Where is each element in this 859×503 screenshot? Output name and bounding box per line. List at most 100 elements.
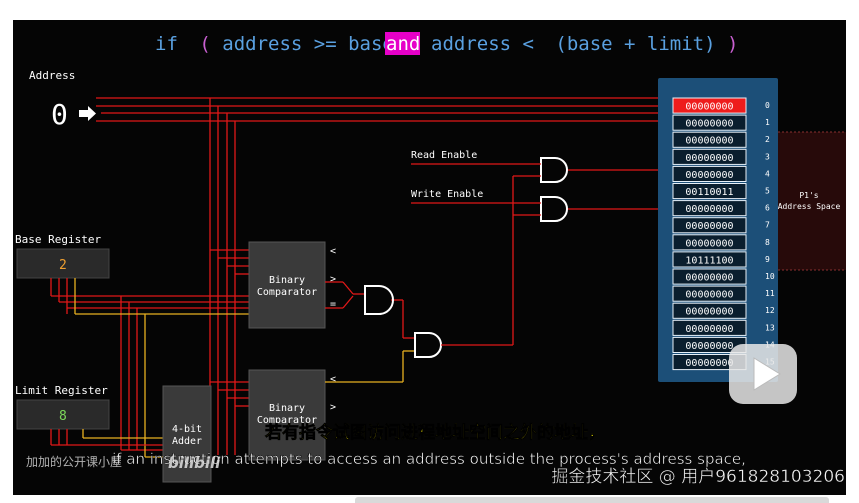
formula-part1: address >= base bbox=[222, 33, 394, 55]
limit-register-box bbox=[16, 399, 110, 430]
p1-label-2: Address Space bbox=[778, 202, 841, 211]
memory-cell bbox=[672, 200, 747, 217]
memory-cell-index: 0 bbox=[765, 101, 770, 110]
and-gate-final bbox=[414, 332, 442, 358]
memory-cell-value: 00000000 bbox=[685, 324, 733, 335]
memory-cell-value: 00000000 bbox=[685, 102, 733, 113]
memory-cell-value: 00000000 bbox=[685, 307, 733, 318]
limit-register-value: 8 bbox=[59, 409, 67, 424]
juejin-watermark: 掘金技术社区 @ 用户961828103206 bbox=[551, 467, 845, 487]
memory-cell-index: 11 bbox=[765, 289, 775, 298]
memory-cell-index: 8 bbox=[765, 238, 770, 247]
comparator-top-eq: = bbox=[330, 299, 336, 310]
memory-cell bbox=[672, 285, 747, 302]
memory-cell-value: 00000000 bbox=[685, 170, 733, 181]
p1-address-space-region bbox=[778, 132, 846, 270]
memory-cell-value: 00000000 bbox=[685, 204, 733, 215]
and-gate-write bbox=[540, 196, 568, 222]
address-value: 0 bbox=[51, 98, 68, 131]
adder-label-2: Adder bbox=[172, 436, 202, 447]
formula-tail: address < (base + limit) ) bbox=[431, 33, 738, 55]
bilibili-logo: bilibili bbox=[168, 454, 221, 472]
play-icon[interactable] bbox=[729, 344, 797, 404]
subtitle-chinese: 若有指令试图访问进程地址空间之外的地址， bbox=[264, 422, 605, 443]
memory-cell bbox=[672, 97, 747, 114]
address-bus bbox=[96, 97, 673, 455]
memory-cell-value: 00000000 bbox=[685, 358, 733, 369]
comparator-bottom-label-2: Comparator bbox=[257, 415, 317, 426]
formula: if ( address >= base bbox=[155, 33, 394, 55]
comparator-output-wires bbox=[325, 281, 415, 339]
formula-open-paren: ( bbox=[199, 33, 210, 55]
adder-label-1: 4-bit bbox=[172, 424, 202, 435]
comparator-bottom-label-1: Binary bbox=[269, 403, 305, 414]
horizontal-scrollbar[interactable] bbox=[355, 497, 829, 503]
video-frame[interactable]: if ( address >= base and address < (base… bbox=[13, 20, 846, 495]
memory-cell bbox=[672, 251, 747, 268]
memory-cell-index: 13 bbox=[765, 323, 775, 332]
base-register-box bbox=[16, 248, 110, 279]
limit-register-label: Limit Register bbox=[15, 384, 108, 397]
memory-cell-value: 00000000 bbox=[685, 341, 733, 352]
formula-part2: address < bbox=[431, 33, 534, 55]
comparator-top-label-2: Comparator bbox=[257, 287, 317, 298]
p1-label-1: P1's bbox=[799, 191, 818, 200]
memory-cell-value: 00110011 bbox=[685, 187, 733, 198]
and-gate-compare bbox=[364, 285, 394, 315]
memory-cell-index: 2 bbox=[765, 135, 770, 144]
enable-wires bbox=[411, 163, 673, 346]
formula-close-paren: ) bbox=[727, 33, 738, 55]
memory-cell bbox=[672, 268, 747, 285]
adder-chip bbox=[162, 385, 212, 483]
memory-cell-value: 00000000 bbox=[685, 153, 733, 164]
memory-cell-index: 9 bbox=[765, 255, 770, 264]
base-register-label: Base Register bbox=[15, 233, 101, 246]
memory-cell-index: 6 bbox=[765, 204, 770, 213]
circuit-diagram: if ( address >= base and address < (base… bbox=[15, 32, 846, 487]
subtitle-english: if an instruction attempts to access an … bbox=[112, 450, 746, 468]
memory-cell bbox=[672, 319, 747, 336]
memory-cell bbox=[672, 148, 747, 165]
memory-cell bbox=[672, 217, 747, 234]
memory-cell-value: 00000000 bbox=[685, 290, 733, 301]
comparator-bottom-gt: > bbox=[330, 402, 336, 413]
memory-cell-index: 1 bbox=[765, 118, 770, 127]
comparator-lt-wire bbox=[325, 350, 415, 383]
memory-cell-value: 00000000 bbox=[685, 119, 733, 130]
right-arrow-icon bbox=[79, 106, 96, 121]
comparator-bottom-lt: < bbox=[330, 374, 336, 385]
limit-register-bus-lsb bbox=[82, 429, 163, 439]
comparator-top-gt: > bbox=[330, 274, 336, 285]
write-enable-label: Write Enable bbox=[411, 189, 483, 200]
comparator-top-label-1: Binary bbox=[269, 275, 305, 286]
memory-cell-index: 7 bbox=[765, 221, 770, 230]
base-register-value: 2 bbox=[59, 258, 67, 273]
memory-cell bbox=[672, 114, 747, 131]
memory-cell-index: 5 bbox=[765, 187, 770, 196]
and-highlight bbox=[385, 32, 420, 55]
formula-if: if bbox=[155, 33, 178, 55]
memory-cell-value: 00000000 bbox=[685, 136, 733, 147]
memory-cell bbox=[672, 302, 747, 319]
comparator-bottom bbox=[248, 369, 326, 461]
limit-register-bus bbox=[50, 429, 163, 446]
memory-cell bbox=[672, 165, 747, 182]
base-register-bus bbox=[50, 278, 249, 451]
memory-cell-value: 00000000 bbox=[685, 221, 733, 232]
memory-cell-index: 3 bbox=[765, 152, 770, 161]
memory-cell-value: 00000000 bbox=[685, 238, 733, 249]
memory-cell-index: 12 bbox=[765, 306, 775, 315]
comparator-top bbox=[248, 241, 326, 329]
and-gate-read bbox=[540, 157, 568, 183]
memory-cell-value: 00000000 bbox=[685, 273, 733, 284]
memory-cell-index: 10 bbox=[765, 272, 775, 281]
comparator-top-lt: < bbox=[330, 246, 336, 257]
read-enable-label: Read Enable bbox=[411, 150, 477, 161]
memory-cell bbox=[672, 183, 747, 200]
formula-part3: (base + limit) bbox=[555, 33, 715, 55]
memory-cell bbox=[672, 131, 747, 148]
memory-cell-value: 10111100 bbox=[685, 255, 733, 266]
formula-and: and bbox=[386, 33, 420, 55]
address-label: Address bbox=[29, 69, 75, 82]
